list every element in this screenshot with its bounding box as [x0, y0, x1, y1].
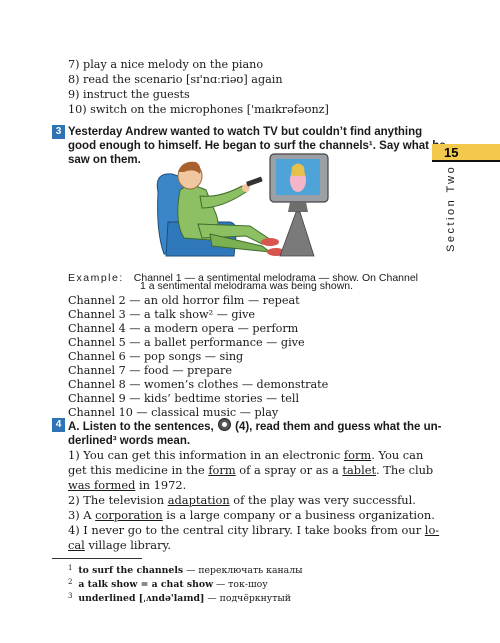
sentence-4-line-1: 4) I never go to the central city librar…	[68, 523, 440, 537]
list-item-9: 9) instruct the guests	[68, 88, 190, 101]
channel-item: Channel 9 — kids’ bedtime stories — tell	[68, 392, 300, 405]
underlined-word: corporation	[95, 508, 163, 522]
channel-item: Channel 4 — a modern opera — perform	[68, 322, 299, 335]
example-line-1: Channel 1 — a sentimental melodrama — sh…	[133, 272, 419, 284]
sentence-3: 3) A corporation is a large company or a…	[68, 508, 435, 522]
example-block: Example: Channel 1 — a sentimental melod…	[68, 268, 418, 286]
man-hair	[178, 161, 201, 174]
tv-neck	[288, 202, 308, 212]
channel-item: Channel 7 — food — prepare	[68, 364, 233, 377]
task-3-line-2: good enough to himself. He began to surf…	[68, 140, 446, 152]
sentence-4-line-2: cal village library.	[68, 538, 172, 552]
footnote-1: 1 to surf the channels — переключать кан…	[68, 564, 303, 576]
underlined-word: tablet	[342, 463, 377, 477]
channel-item: Channel 10 — classical music — play	[68, 406, 279, 419]
channel-item: Channel 6 — pop songs — sing	[68, 350, 244, 363]
tv-singer-hair	[291, 163, 305, 176]
footnote-divider	[52, 558, 142, 559]
task-4-head-a: A. Listen to the sentences,	[68, 421, 214, 433]
section-label: Section Two	[445, 164, 457, 252]
channel-item: Channel 5 — a ballet performance — give	[68, 336, 305, 349]
task-3-badge: 3	[52, 125, 65, 139]
channel-item: Channel 2 — an old horror film — repeat	[68, 294, 300, 307]
task-4-line-1: A. Listen to the sentences, (4), read th…	[68, 418, 442, 434]
underlined-word: cal	[68, 538, 85, 552]
task-4-instruction: A. Listen to the sentences, (4), read th…	[68, 418, 442, 448]
slipper-left	[261, 238, 279, 246]
underlined-word: form	[208, 463, 236, 477]
list-item-10: 10) switch on the microphones ['maɪkrəfə…	[68, 103, 329, 116]
sentence-1-line-1: 1) You can get this information in an el…	[68, 448, 424, 462]
underlined-word: was formed	[68, 478, 136, 492]
remote-control	[246, 176, 263, 187]
underlined-word: adaptation	[167, 493, 230, 507]
task-4-badge: 4	[52, 418, 65, 432]
task-4-line-2: derlined³ words mean.	[68, 435, 191, 447]
channel-item: Channel 8 — women’s clothes — demonstrat…	[68, 378, 329, 391]
tv-stand	[279, 211, 315, 257]
underlined-word: form	[343, 448, 372, 462]
task-4-head-b: (4), read them and guess what the un-	[235, 421, 442, 433]
sentence-1-line-2: get this medicine in the form of a spray…	[68, 463, 434, 477]
footnote-2: 2 a talk show = a chat show — ток-шоу	[68, 578, 268, 590]
example-line-2: 1 a sentimental melodrama was being show…	[140, 280, 354, 292]
audio-disc-icon[interactable]	[217, 418, 231, 431]
page-tab-rule	[432, 160, 500, 162]
page-number-tab: 15	[432, 144, 500, 162]
task-3-line-3: saw on them.	[68, 154, 141, 166]
illustration-man-watching-tv	[156, 153, 329, 257]
list-item-8: 8) read the scenario [sɪ'nɑːriəʊ] again	[68, 73, 283, 86]
sentence-2: 2) The television adaptation of the play…	[68, 493, 416, 507]
sentence-1-line-3: was formed in 1972.	[68, 478, 187, 492]
list-item-7: 7) play a nice melody on the piano	[68, 58, 264, 71]
man-arm	[199, 185, 247, 209]
example-label: Example:	[68, 272, 124, 284]
man-legs	[197, 223, 269, 245]
task-3-instruction: Yesterday Andrew wanted to watch TV but …	[68, 125, 446, 167]
underlined-word: lo-	[424, 523, 440, 537]
channel-item: Channel 3 — a talk show² — give	[68, 308, 256, 321]
page-number: 15	[444, 145, 459, 160]
footnote-3: 3 underlined [ˌʌndə'laɪnd] — подчёркнуты…	[68, 592, 291, 604]
task-3-line-1: Yesterday Andrew wanted to watch TV but …	[68, 126, 423, 138]
